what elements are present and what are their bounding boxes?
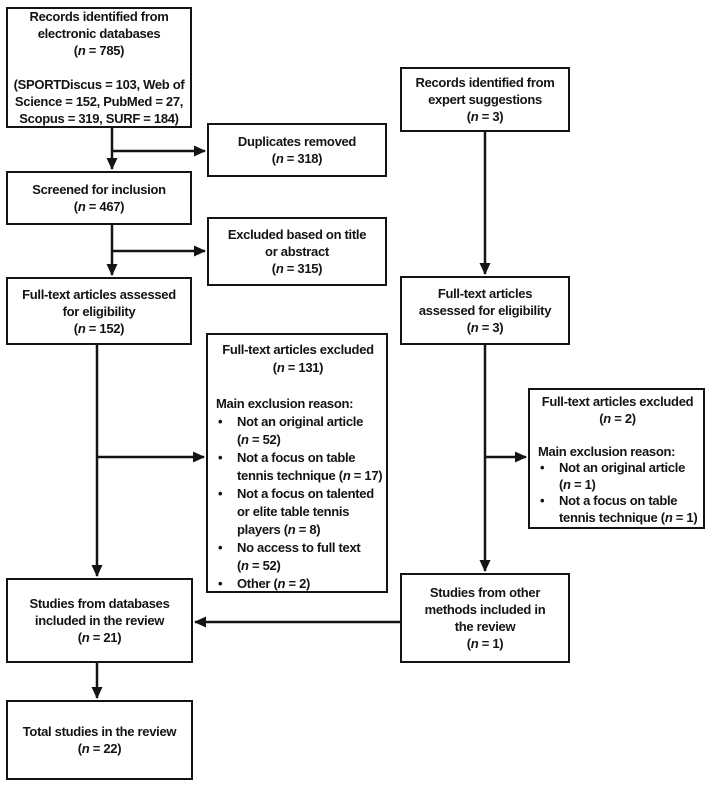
text-line: (n = 3)	[466, 320, 504, 335]
text-line: included in the review	[34, 613, 165, 628]
text-line: Full-text articles excluded	[541, 394, 694, 409]
text-line: (n = 467)	[73, 199, 125, 214]
text-line: Records identified from	[29, 9, 169, 24]
text-line: (n = 3)	[466, 109, 504, 124]
text-line: (n = 1)	[559, 476, 596, 492]
text-line: (n = 131)	[272, 360, 324, 375]
bullet-icon: •	[218, 486, 223, 501]
exclusion-reason-item: • Not a focus on table tennis technique (n…	[216, 449, 383, 485]
text-line: Not a focus on table	[237, 450, 356, 465]
text-line: (n = 22)	[77, 741, 122, 756]
text-line: (n = 52)	[237, 558, 281, 573]
text-line: Not an original article	[559, 460, 686, 475]
text-line: Studies from databases	[29, 596, 170, 611]
exclusion-reason-item: • Not an original article(n = 1)	[538, 460, 697, 493]
text-line: Not an original article	[237, 414, 364, 429]
box-fulltext-assessed-expert: Full-text articles assessed for eligibili…	[400, 276, 570, 345]
text-line	[216, 377, 380, 395]
bullet-icon: •	[218, 540, 223, 555]
exclusion-title: Full-text articles excluded (n = 131)	[216, 341, 380, 395]
text-line: players (n = 8)	[237, 522, 321, 537]
exclusion-reason-list: • Not an original article(n = 1) • Not a fo…	[538, 460, 698, 526]
text-line: Full-text articles assessed	[22, 286, 176, 302]
text-line	[11, 59, 187, 76]
text-line: Screened for inclusion	[32, 182, 166, 197]
text-line: electronic databases	[37, 26, 161, 41]
text-line: Full-text articles excluded	[222, 342, 374, 357]
text-line: Science = 152, PubMed = 27,	[14, 94, 184, 109]
text-line: No access to full text	[237, 540, 361, 555]
text-line	[538, 427, 697, 444]
text-line: (n = 785)	[73, 43, 125, 58]
bullet-icon: •	[540, 493, 545, 508]
exclusion-reason-item: • Not an original article (n = 52)	[216, 413, 380, 449]
text-line: (n = 315)	[271, 261, 323, 276]
bullet-icon: •	[218, 450, 223, 465]
text-line: (n = 52)	[237, 432, 281, 447]
exclusion-reason-heading: Main exclusion reason:	[538, 443, 676, 459]
exclusion-reason-list: • Not an original article (n = 52) • Not a f…	[216, 413, 383, 593]
text-line: expert suggestions	[428, 92, 542, 107]
text-line: methods included in	[424, 602, 546, 617]
text-line: Not a focus on talented	[237, 486, 374, 501]
text-line: Full-text articles	[437, 286, 533, 301]
bullet-icon: •	[218, 414, 223, 429]
text-line: Total studies in the review	[22, 724, 177, 739]
text-line: (SPORTDiscus = 103, Web of	[13, 77, 185, 92]
text-line: (n = 2)	[599, 410, 636, 426]
text-line: Studies from other	[429, 585, 541, 600]
exclusion-reason-item: • Other (n = 2)	[216, 575, 380, 593]
box-studies-other-methods: Studies from other methods included in the…	[400, 573, 570, 663]
text-line: Scopus = 319, SURF = 184)	[19, 111, 179, 126]
bullet-icon: •	[218, 576, 223, 591]
box-studies-from-databases: Studies from databases included in the re…	[6, 578, 193, 663]
text-line: the review	[454, 619, 516, 634]
text-line: (n = 152)	[73, 320, 125, 336]
text-line: or abstract	[265, 244, 329, 259]
box-records-identified-databases: Records identified from electronic databa…	[6, 7, 192, 128]
text-line: Other (n = 2)	[237, 576, 311, 591]
text-line: (n = 1)	[466, 636, 504, 651]
box-fulltext-excluded-expert: Full-text articles excluded(n = 2) Main …	[528, 388, 705, 529]
text-line: (n = 318)	[271, 151, 323, 166]
exclusion-reason-heading: Main exclusion reason:	[216, 396, 354, 411]
box-total-studies: Total studies in the review (n = 22)	[6, 700, 193, 780]
exclusion-reason-item: • Not a focus on talented or elite table t…	[216, 485, 380, 539]
text-line: or elite table tennis	[237, 504, 350, 519]
text-line: for eligibility	[62, 303, 136, 319]
text-line: tennis technique (n = 1)	[559, 509, 698, 525]
bullet-icon: •	[540, 460, 545, 475]
text-line: (n = 21)	[77, 630, 122, 645]
exclusion-reason-item: • No access to full text (n = 52)	[216, 539, 380, 575]
text-line: Excluded based on title	[227, 227, 367, 242]
box-fulltext-excluded-databases: Full-text articles excluded (n = 131) Mai…	[206, 333, 388, 593]
box-duplicates-removed: Duplicates removed (n = 318)	[207, 123, 387, 177]
text-line: Duplicates removed	[237, 134, 357, 149]
text-line: assessed for eligibility	[418, 303, 552, 318]
box-excluded-title-abstract: Excluded based on title or abstract (n = 3…	[207, 217, 387, 286]
text-line: Records identified from	[415, 75, 555, 90]
box-records-identified-expert: Records identified from expert suggestion…	[400, 67, 570, 132]
text-line: Not a focus on table	[559, 493, 678, 508]
box-screened-for-inclusion: Screened for inclusion (n = 467)	[6, 171, 192, 225]
exclusion-title: Full-text articles excluded(n = 2)	[538, 394, 697, 444]
text-line: tennis technique (n = 17)	[237, 468, 383, 483]
